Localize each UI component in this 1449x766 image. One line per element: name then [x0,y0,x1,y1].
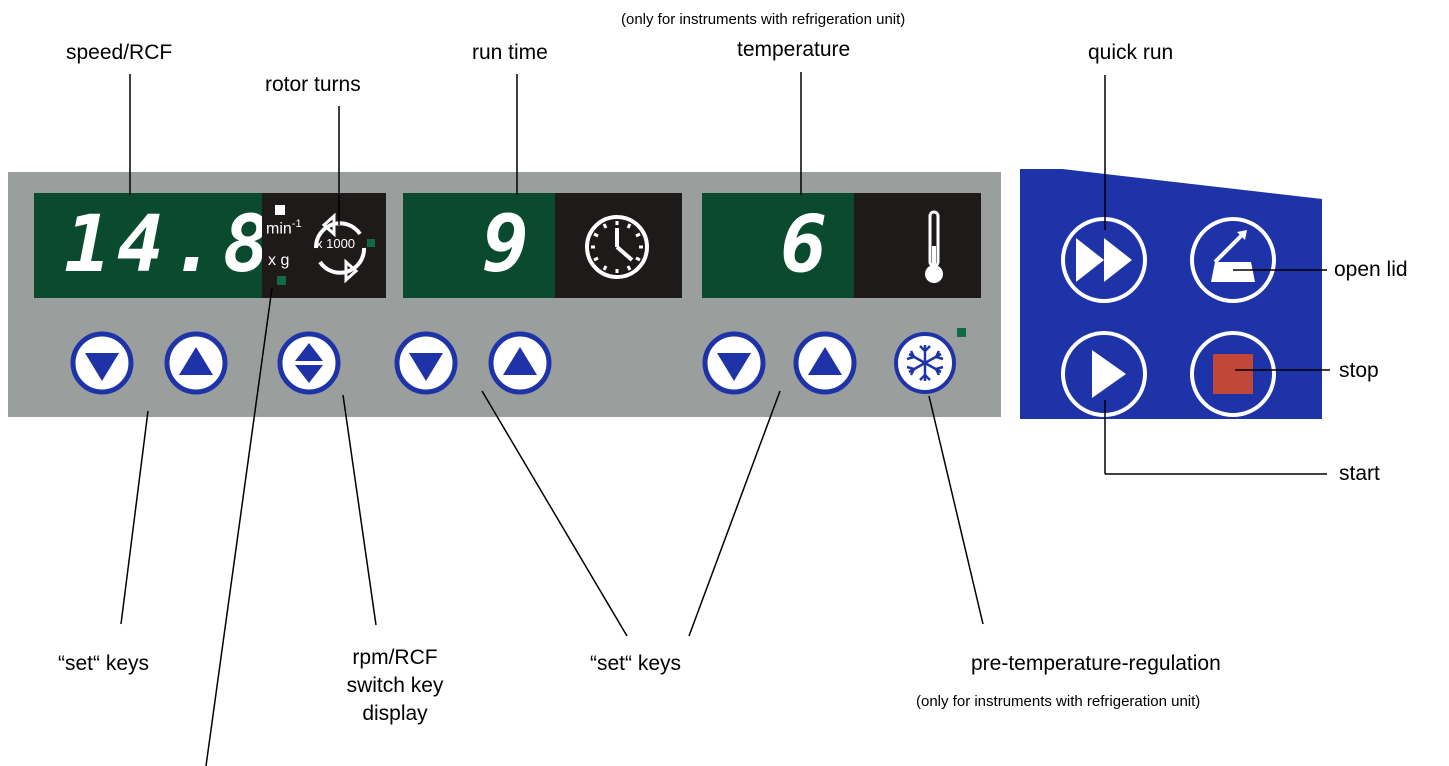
label-start: start [1339,462,1380,485]
speed-display [34,193,262,298]
time-up-button[interactable] [488,331,552,395]
time-down-button[interactable] [394,331,458,395]
thermometer-panel [854,193,981,298]
temperature-display [702,193,854,298]
multiplier-led [367,239,375,247]
speed-value: 14.8 [64,200,276,290]
label-rpm-rcf-switch: rpm/RCF switch key display [346,646,444,725]
label-set-keys-left: “set“ keys [58,652,150,675]
label-quick-run: quick run [1088,41,1174,64]
unit-xg: x g [268,252,290,269]
indicator-square-top [275,205,285,215]
time-display [403,193,555,298]
rpm-rcf-toggle-button[interactable] [277,331,341,395]
multiplier-label: x 1000 [316,236,356,251]
precool-indicator-led [957,328,966,337]
label-stop: stop [1339,359,1379,382]
label-open-lid: open lid [1334,258,1408,281]
speed-up-button[interactable] [164,331,228,395]
snowflake-precool-button[interactable] [893,331,957,395]
time-value: 9 [482,200,529,290]
label-speed-rcf: speed/RCF [66,41,173,64]
start-button[interactable] [1058,328,1150,420]
label-temperature-note: (only for instruments with refrigeration… [621,11,906,28]
unit-min: min-1 [266,218,302,238]
temperature-down-button[interactable] [702,331,766,395]
label-run-time: run time [472,41,548,64]
quick-run-button[interactable] [1058,214,1150,306]
label-temperature: temperature [737,38,851,61]
snowflake-icon [906,345,944,381]
clock-icon [585,215,649,279]
rotation-arrows-icon [313,212,367,284]
temperature-value: 6 [780,200,827,290]
temperature-up-button[interactable] [793,331,857,395]
thermometer-icon [925,210,943,283]
label-rotor-turns: rotor turns [265,73,361,96]
speed-down-button[interactable] [70,331,134,395]
label-pre-temperature-note: (only for instruments with refrigeration… [916,693,1201,710]
open-lid-button[interactable] [1187,214,1279,306]
label-set-keys-mid: “set“ keys [590,652,682,675]
rcf-indicator-led [277,276,286,285]
stop-button[interactable] [1187,328,1279,420]
label-pre-temperature-regulation: pre-temperature-regulation [971,652,1221,675]
